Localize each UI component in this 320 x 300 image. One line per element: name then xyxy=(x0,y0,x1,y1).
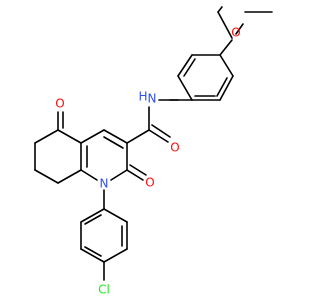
bond-ring3-2 xyxy=(219,75,234,101)
atom-cl: Cl xyxy=(98,283,110,297)
bond-ethyl-ch2-o xyxy=(217,6,223,13)
bond-c7-c8 xyxy=(34,169,59,184)
atom-n-ring: N xyxy=(100,177,109,191)
bond-ring3-1 xyxy=(219,54,234,77)
atom-o-ether: O xyxy=(231,26,240,40)
atom-o-ketone: O xyxy=(55,97,64,111)
atom-n-amide: N xyxy=(148,92,157,106)
bond-c4-c4a xyxy=(80,129,105,144)
bond-c4a-c5 xyxy=(57,129,82,144)
atom-o-amide: O xyxy=(170,141,179,155)
bond-ring4-1 xyxy=(103,208,128,223)
bond-ring3-4 xyxy=(177,75,193,101)
bond-carbonyl-o-1 xyxy=(148,129,169,143)
bond-carbonyl-c3 xyxy=(126,129,150,144)
bond-c2-o xyxy=(126,169,144,181)
bond-c2-o-d xyxy=(129,164,147,176)
bond-c8-c8a xyxy=(57,169,82,184)
molecule-diagram: O H N O O O N Cl xyxy=(34,6,273,297)
bond-n1-c2 xyxy=(110,169,128,181)
bond-c5-c6 xyxy=(34,129,59,144)
bond-ring3-5 xyxy=(177,54,193,77)
bond-ring3-d1 xyxy=(216,77,228,97)
bond-ring3-o xyxy=(219,39,233,56)
bond-c3-c4-d xyxy=(103,136,124,149)
atom-h-amide: H xyxy=(138,90,147,104)
bond-c8a-n1 xyxy=(80,169,98,181)
bond-ring4-4 xyxy=(80,248,105,263)
atom-o-lactam: O xyxy=(145,176,154,190)
bond-ring4-d3 xyxy=(84,214,102,225)
bond-ethyl-ch3-ch2 xyxy=(217,11,233,39)
bond-ring4-3 xyxy=(103,248,128,263)
bond-carbonyl-o-2 xyxy=(151,124,171,138)
bond-ring4-d2 xyxy=(84,246,102,257)
structure-svg: O H N O O O N Cl xyxy=(34,6,273,297)
bond-c3-c4 xyxy=(103,129,128,144)
bond-ring4-6 xyxy=(80,208,105,223)
bond-ethyl-to-o xyxy=(235,23,244,35)
bond-ring3-d2 xyxy=(183,58,196,77)
